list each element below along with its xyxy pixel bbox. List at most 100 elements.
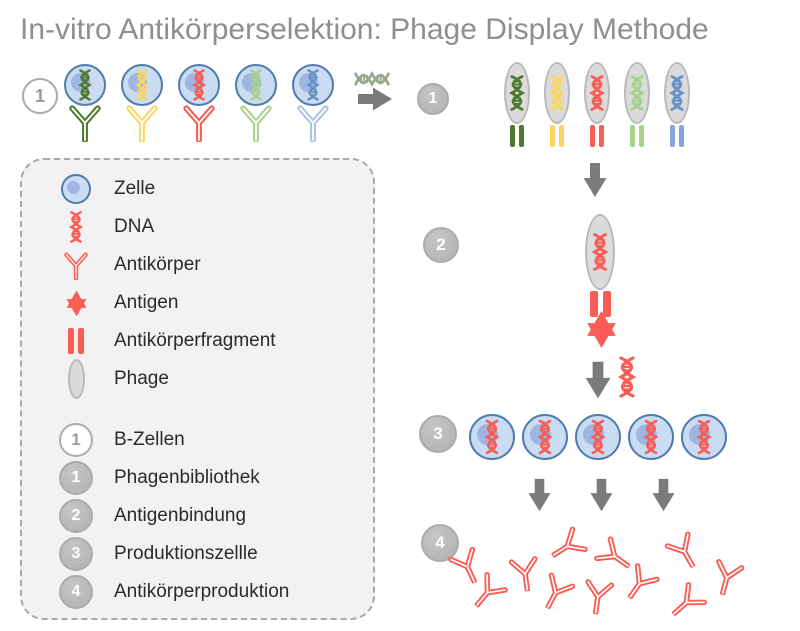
cell-icon	[61, 174, 91, 204]
down-arrow-icon	[528, 477, 551, 513]
antibody-fragment-icon	[590, 125, 604, 147]
antibody-fragment-icon	[68, 328, 84, 354]
antibody-icon	[65, 102, 105, 142]
legend-icon-cell	[40, 359, 112, 399]
legend-row: 4 Antikörperproduktion	[22, 573, 373, 611]
step3-productioncell-badge: 3	[419, 415, 457, 453]
dna-icon	[480, 419, 504, 456]
dna-icon	[245, 68, 267, 102]
antibody-icon	[704, 554, 749, 599]
legend-label: Antikörperproduktion	[114, 581, 290, 602]
dna-icon	[586, 419, 610, 456]
antibody-icon	[122, 102, 162, 142]
cell-nucleus-icon	[66, 180, 80, 194]
legend-step-badge: 3	[59, 537, 93, 571]
antibody-icon	[61, 250, 91, 280]
legend-row: Phage	[22, 359, 373, 399]
legend-row: DNA	[22, 208, 373, 246]
step4-antibodyproduction-badge: 4	[421, 524, 459, 562]
legend-step-badge: 1	[59, 423, 93, 457]
cell-icon	[178, 64, 220, 106]
legend-icon-cell	[40, 250, 112, 280]
legend-row: Antikörper	[22, 246, 373, 284]
phage-icon	[624, 62, 650, 124]
dna-icon	[639, 419, 663, 456]
dna-icon	[131, 68, 153, 102]
dna-icon	[589, 231, 611, 273]
cell-icon	[292, 64, 334, 106]
legend-step-badge: 2	[59, 499, 93, 533]
phage-icon	[544, 62, 570, 124]
step1-phagelibrary-badge: 1	[417, 83, 449, 115]
page-title: In-vitro Antikörperselektion: Phage Disp…	[20, 13, 709, 46]
dna-icon	[188, 68, 210, 102]
legend-label: Phagenbibliothek	[114, 467, 260, 488]
antibody-icon	[577, 575, 619, 617]
legend-row: Zelle	[22, 170, 373, 208]
legend-icon-cell	[40, 174, 112, 204]
legend-label: Produktionszellle	[114, 543, 258, 564]
right-arrow-icon	[358, 87, 392, 111]
cell-icon	[681, 414, 727, 460]
legend-icon-cell: 4	[40, 575, 112, 609]
legend-row: Antikörperfragment	[22, 322, 373, 360]
cell-icon	[64, 64, 106, 106]
antibody-icon	[236, 102, 276, 142]
antibody-fragment-icon	[630, 125, 644, 147]
antibody-fragment-icon	[510, 125, 524, 147]
dna-icon	[627, 71, 648, 116]
legend-icon-cell: 2	[40, 499, 112, 533]
cell-icon	[575, 414, 621, 460]
antibody-fragment-icon	[550, 125, 564, 147]
down-arrow-icon	[583, 163, 607, 197]
antigen-icon	[63, 290, 90, 317]
antibody-fragment-icon	[590, 291, 611, 317]
cell-icon	[121, 64, 163, 106]
dna-icon	[547, 71, 568, 116]
cell-icon	[522, 414, 568, 460]
down-arrow-icon	[652, 477, 675, 513]
legend-spacer	[22, 398, 373, 421]
down-arrow-icon	[585, 361, 611, 399]
antibody-icon	[543, 521, 594, 572]
cell-icon	[469, 414, 515, 460]
legend-icon-cell	[40, 290, 112, 317]
legend-label: Antikörper	[114, 254, 201, 275]
legend-icon-cell	[40, 328, 112, 354]
phage-icon	[67, 359, 85, 399]
antibody-icon	[659, 526, 710, 577]
legend-row: 1 Phagenbibliothek	[22, 459, 373, 497]
cell-icon	[628, 414, 674, 460]
legend-label: Antigen	[114, 292, 179, 313]
legend-label: B-Zellen	[114, 429, 185, 450]
dna-icon	[692, 419, 716, 456]
legend-label: Phage	[114, 368, 169, 389]
legend-step-badge: 1	[59, 461, 93, 495]
dna-icon	[587, 71, 608, 116]
dna-icon	[615, 355, 639, 399]
legend-label: Antikörperfragment	[114, 330, 276, 351]
phage-icon	[664, 62, 690, 124]
legend-label: DNA	[114, 216, 155, 237]
step2-antigenbinding-badge: 2	[423, 227, 459, 263]
antibody-icon	[179, 102, 219, 142]
legend-icon-cell: 1	[40, 423, 112, 457]
phage-icon	[504, 62, 530, 124]
dna-icon	[667, 71, 688, 116]
cell-icon	[235, 64, 277, 106]
legend-row: 3 Produktionszellle	[22, 535, 373, 573]
dna-icon	[74, 68, 96, 102]
dna-icon	[507, 71, 528, 116]
step1-bcells-badge: 1	[22, 78, 58, 114]
legend-icon-cell	[40, 210, 112, 244]
legend-label: Zelle	[114, 178, 156, 199]
antibody-fragment-icon	[670, 125, 684, 147]
phage-icon	[584, 62, 610, 124]
antigen-icon	[582, 310, 621, 349]
legend-icon-cell: 3	[40, 537, 112, 571]
dna-icon	[66, 210, 86, 244]
legend-step-badge: 4	[59, 575, 93, 609]
